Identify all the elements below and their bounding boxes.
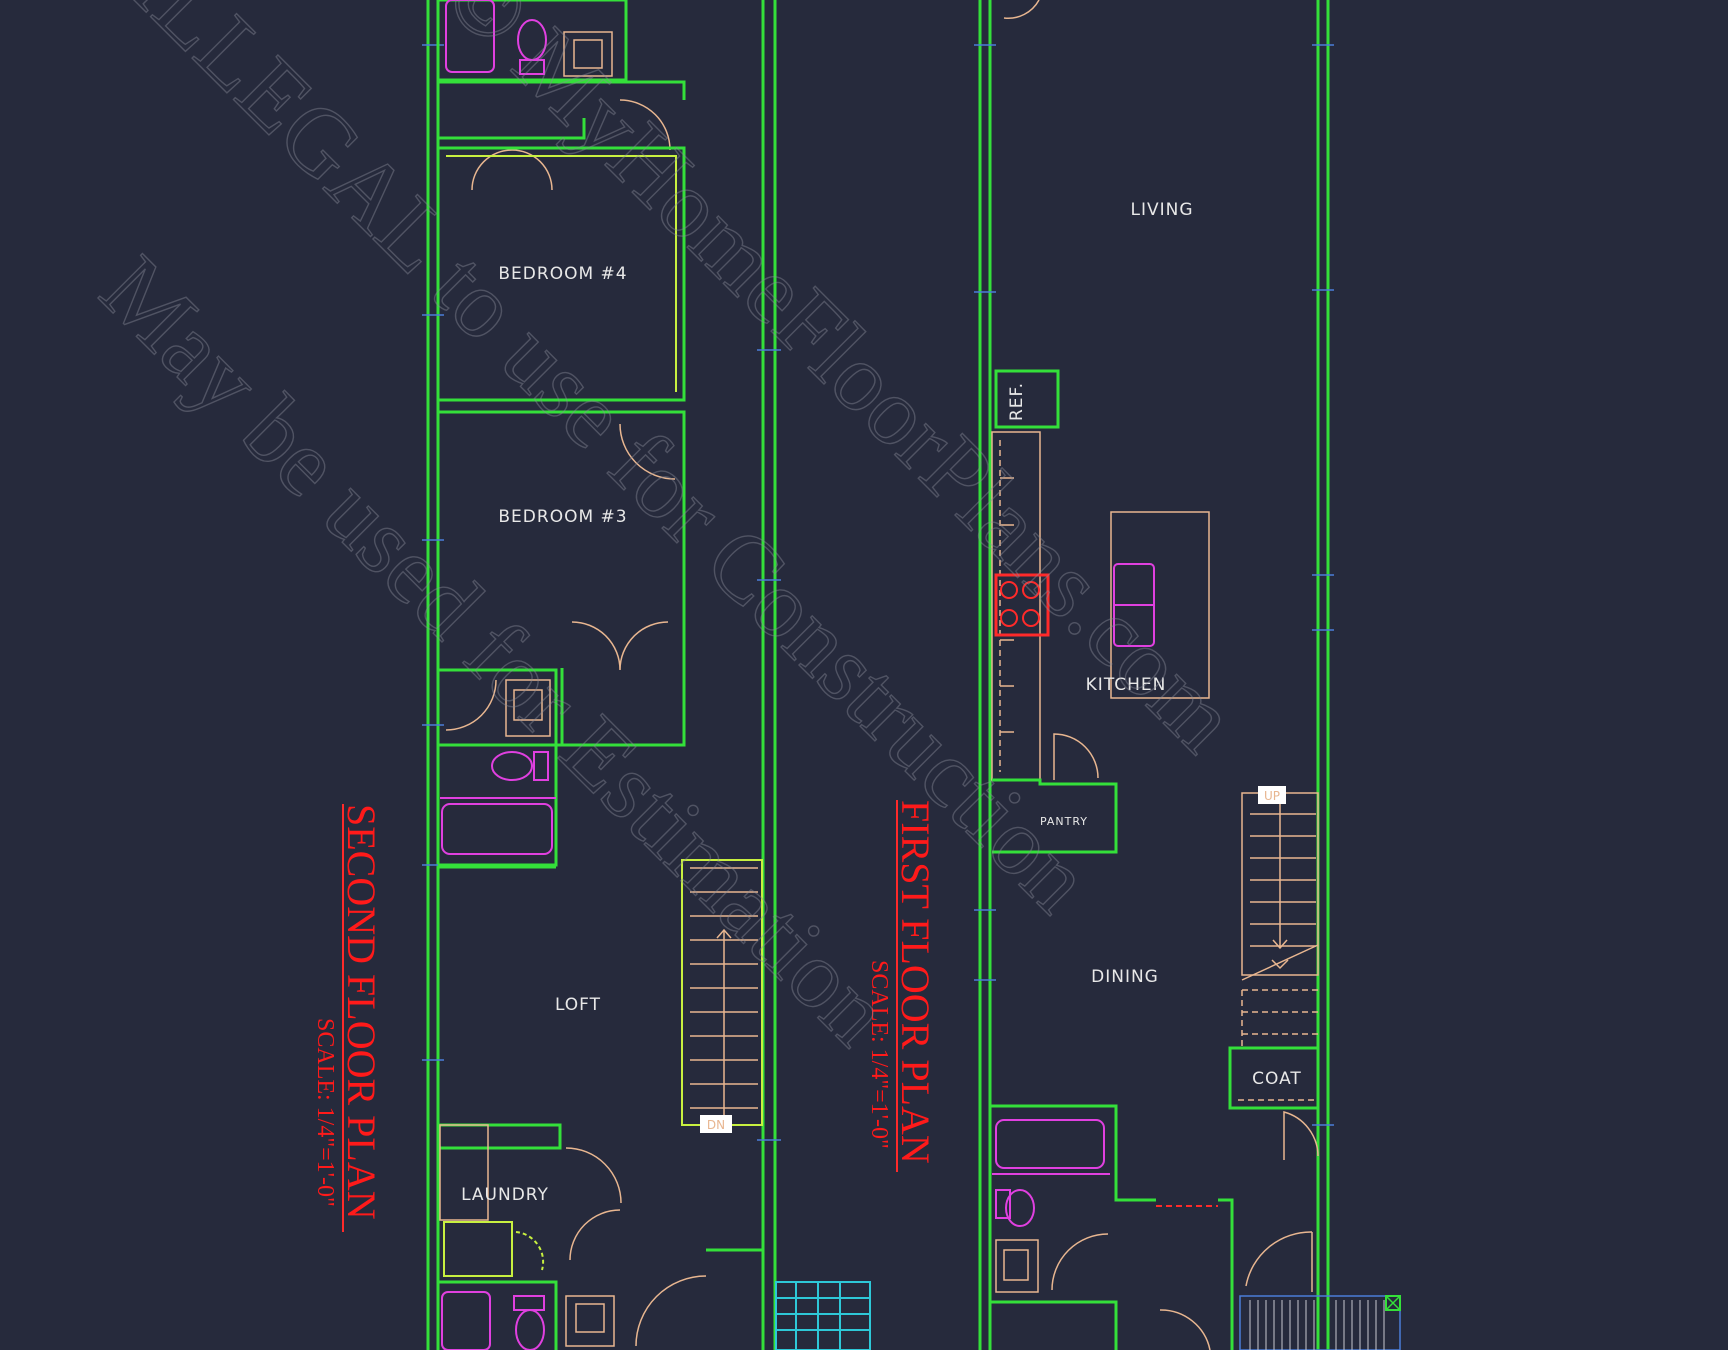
door-swing <box>569 1209 621 1261</box>
first-floor-scale: SCALE: 1/4"=1'-0" <box>866 960 892 1149</box>
window-marks <box>974 44 1334 1126</box>
door-swing <box>1159 1309 1211 1350</box>
stair-under-dashed <box>1241 989 1318 1050</box>
stair-tag-up: UP <box>1264 789 1280 803</box>
tile-grid <box>776 1282 870 1350</box>
room-label-living: LIVING <box>1130 200 1193 220</box>
burners <box>1000 581 1040 627</box>
interior-wall <box>990 1300 1118 1350</box>
bathtub <box>441 1291 491 1350</box>
bathtub <box>445 0 495 73</box>
door-swing <box>565 1147 622 1204</box>
door-swing <box>1003 0 1040 20</box>
closet-door <box>471 149 553 191</box>
sink-vanity <box>995 1239 1039 1293</box>
post-marker <box>1385 1295 1401 1311</box>
stair-tag-bg <box>700 1115 732 1133</box>
second-floor-plan: BEDROOM #4 BEDROOM #3 LOFT <box>312 0 871 1350</box>
coat-walls <box>1228 1046 1318 1110</box>
toilet-tank <box>519 59 545 75</box>
room-label-bedroom3: BEDROOM #3 <box>498 507 627 527</box>
interior-wall <box>446 155 677 392</box>
interior-wall <box>438 118 586 140</box>
interior-wall <box>1218 1198 1234 1350</box>
sink-basin <box>575 1303 605 1333</box>
shelf <box>439 1124 489 1221</box>
room-label-ref: REF. <box>1007 382 1027 421</box>
kitchen-island <box>1110 511 1210 699</box>
sink-vanity <box>565 1295 615 1347</box>
bathtub <box>995 1119 1105 1169</box>
stair-tag-dn: DN <box>707 1118 725 1132</box>
window-marks <box>422 44 781 1141</box>
sink-basin <box>573 39 603 69</box>
stair-treads <box>690 867 758 1120</box>
door-swing <box>1283 1111 1319 1160</box>
range-cooktop <box>994 573 1050 637</box>
room-label-kitchen: KITCHEN <box>1086 675 1167 695</box>
washer-dryer <box>443 1221 513 1277</box>
dryer-door <box>515 1231 545 1271</box>
door-swing <box>619 99 671 151</box>
sink-vanity <box>563 31 613 77</box>
pantry-walls <box>992 778 1118 854</box>
sink-basin <box>513 689 543 721</box>
bedroom4-walls <box>438 146 686 402</box>
door-swing <box>445 679 497 731</box>
toilet-tank <box>533 751 549 781</box>
room-label-loft: LOFT <box>555 995 601 1015</box>
interior-wall <box>438 1280 558 1350</box>
entry-door <box>1245 1231 1313 1287</box>
room-label-laundry: LAUNDRY <box>461 1185 549 1205</box>
door-swing <box>635 1275 707 1347</box>
bathtub <box>441 803 553 855</box>
sink-vanity <box>505 679 551 737</box>
toilet-tank <box>995 1189 1011 1219</box>
first-floor-title: FIRST FLOOR PLAN <box>893 800 938 1164</box>
room-label-dining: DINING <box>1091 967 1159 987</box>
refrigerator <box>994 369 1060 429</box>
balcony-tile <box>775 1281 871 1350</box>
room-label-bedroom4: BEDROOM #4 <box>498 264 627 284</box>
counter-ticks <box>1000 477 1014 733</box>
closet-door <box>571 621 669 671</box>
door-swing <box>619 423 676 480</box>
room-label-coat: COAT <box>1252 1069 1302 1089</box>
stair-treads <box>1241 800 1319 981</box>
porch <box>1239 1295 1401 1350</box>
laundry-top-wall <box>438 1123 562 1150</box>
door-swing <box>1051 1233 1109 1291</box>
interior-wall <box>438 80 686 100</box>
porch-decking <box>1249 1300 1385 1350</box>
room-label-pantry: PANTRY <box>1040 815 1088 828</box>
second-floor-title: SECOND FLOOR PLAN <box>339 804 384 1220</box>
bath-top-wall <box>436 0 628 82</box>
toilet <box>515 1309 545 1350</box>
first-floor-plan: LIVING REF. KITCHEN PANTRY <box>866 0 1401 1350</box>
toilet <box>1005 1189 1035 1227</box>
post-marker-x <box>1385 1295 1401 1311</box>
toilet-tank <box>513 1295 545 1311</box>
watermark: ILLEGAL to use for Construction May be u… <box>80 0 1258 1066</box>
bath-walls <box>990 1104 1156 1202</box>
second-floor-scale: SCALE: 1/4"=1'-0" <box>312 1018 338 1207</box>
sink-basin <box>1003 1249 1029 1281</box>
stair-tag-bg <box>1258 786 1286 804</box>
toilet <box>491 751 533 781</box>
bath-mid-walls <box>438 668 558 867</box>
pantry-door <box>1053 733 1099 780</box>
